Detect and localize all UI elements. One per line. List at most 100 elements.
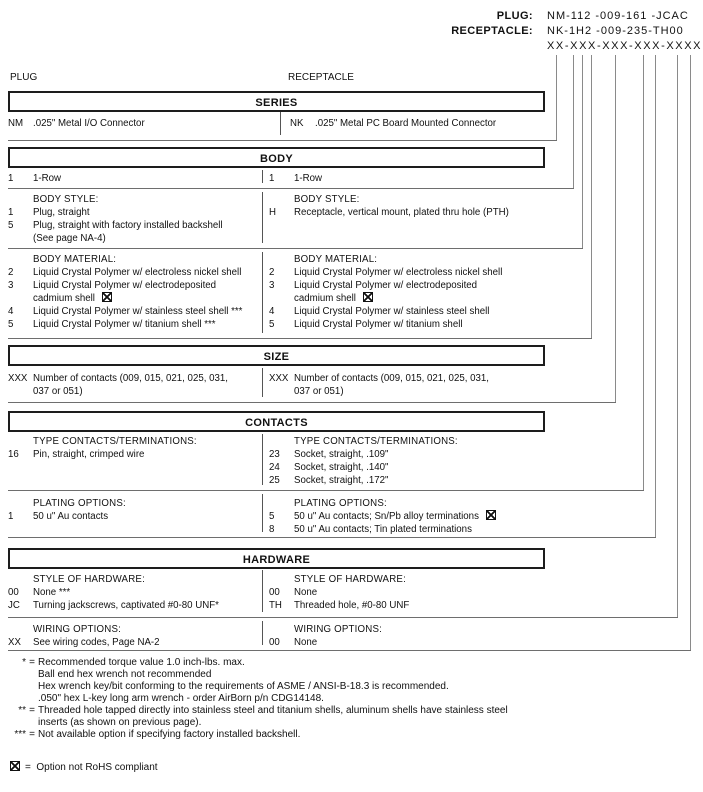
- option-group-header: BODY MATERIAL:: [33, 254, 117, 265]
- plug-part-number-row: PLUG: NM-112 -009-161 -JCAC: [0, 10, 703, 23]
- option-desc: Threaded hole, #0-80 UNF: [294, 600, 410, 611]
- footnote-text: Recommended torque value 1.0 inch-lbs. m…: [38, 657, 696, 705]
- options-column-left: NM.025" Metal I/O Connector: [8, 117, 280, 140]
- footnote-text-line: Ball end hex wrench not recommended: [38, 669, 212, 680]
- option-desc: 1-Row: [33, 173, 61, 184]
- section-title-contacts: CONTACTS: [245, 417, 308, 429]
- divider-callout-line-7: [8, 537, 656, 538]
- column-divider: [262, 170, 263, 183]
- option-code: 5: [269, 319, 275, 330]
- option-line: 1 Plug, straight: [8, 206, 262, 219]
- option-line: NM.025" Metal I/O Connector: [8, 117, 280, 130]
- column-divider: [262, 368, 263, 397]
- option-desc: (See page NA-4): [33, 233, 106, 244]
- callout-riser-line-3: [582, 55, 583, 248]
- option-line: 5 Plug, straight with factory installed b…: [8, 219, 262, 232]
- callout-riser-line-2: [573, 55, 574, 188]
- section-title-hardware: HARDWARE: [242, 554, 311, 566]
- option-desc: Liquid Crystal Polymer w/ electroless ni…: [294, 267, 503, 278]
- column-divider: [262, 192, 263, 243]
- option-code: XX: [8, 637, 21, 648]
- options-column-right: NK.025" Metal PC Board Mounted Connector: [280, 117, 545, 140]
- option-code: JC: [8, 600, 20, 611]
- option-desc: Liquid Crystal Polymer w/ titanium shell…: [33, 319, 216, 330]
- divider-callout-line-9: [8, 650, 691, 651]
- option-desc: Liquid Crystal Polymer w/ titanium shell: [294, 319, 463, 330]
- option-desc: None: [294, 637, 318, 648]
- option-code: 00: [8, 587, 19, 598]
- section-row-size-0: XXX Number of contacts (009, 015, 021, 02…: [8, 365, 545, 402]
- divider-callout-line-8: [8, 617, 678, 618]
- section-header-body: BODY: [8, 147, 545, 168]
- option-desc: 1-Row: [294, 173, 322, 184]
- option-group-header: BODY MATERIAL:: [294, 254, 378, 265]
- option-desc: Plug, straight with factory installed ba…: [33, 220, 223, 231]
- footnote-text-line: .050" hex L-key long arm wrench - order …: [38, 693, 324, 704]
- plug-part-number-label: PLUG:: [496, 10, 533, 22]
- option-line: NK.025" Metal PC Board Mounted Connector: [290, 117, 545, 130]
- option-group-header: PLATING OPTIONS:: [33, 498, 126, 509]
- option-code: 4: [8, 306, 14, 317]
- option-desc: Socket, straight, .172": [294, 475, 389, 486]
- footnote-text-line: Threaded hole tapped directly into stain…: [38, 705, 508, 716]
- option-desc: cadmium shell: [294, 293, 356, 304]
- option-desc: Number of contacts (009, 015, 021, 025, …: [33, 373, 228, 384]
- rohs-box-icon: [485, 510, 496, 520]
- section-header-hardware: HARDWARE: [8, 548, 545, 569]
- option-desc: None ***: [33, 587, 71, 598]
- option-code: 5: [8, 220, 14, 231]
- option-code: 3: [269, 280, 275, 291]
- column-divider: [280, 112, 281, 135]
- option-code: NK: [290, 118, 304, 129]
- divider-callout-line-1: [8, 140, 557, 141]
- option-desc: See wiring codes, Page NA-2: [33, 637, 160, 648]
- option-desc: Turning jackscrews, captivated #0-80 UNF…: [33, 600, 219, 611]
- footnote-equals: =: [29, 729, 35, 740]
- option-group-header: TYPE CONTACTS/TERMINATIONS:: [33, 436, 197, 447]
- option-group-header: PLATING OPTIONS:: [294, 498, 387, 509]
- option-desc: Liquid Crystal Polymer w/ electrodeposit…: [294, 280, 478, 291]
- option-code: 4: [269, 306, 275, 317]
- footnotes-block: *=Recommended torque value 1.0 inch-lbs.…: [8, 657, 696, 741]
- option-line: (See page NA-4): [8, 232, 262, 245]
- option-desc: Plug, straight: [33, 207, 90, 218]
- option-code: XXX: [269, 373, 289, 384]
- section-header-size: SIZE: [8, 345, 545, 366]
- option-group-header-line: TYPE CONTACTS/TERMINATIONS:: [8, 435, 262, 448]
- option-line: 00 None ***: [8, 586, 262, 599]
- option-desc: .025" Metal I/O Connector: [33, 118, 145, 129]
- footnote-2: **=Threaded hole tapped directly into st…: [8, 705, 696, 729]
- footnote-text: Threaded hole tapped directly into stain…: [38, 705, 696, 729]
- option-desc: 50 u" Au contacts: [33, 511, 109, 522]
- option-code: 5: [269, 511, 275, 522]
- callout-riser-line-5: [615, 55, 616, 402]
- option-line: 4 Liquid Crystal Polymer w/ stainless ste…: [8, 305, 262, 318]
- column-divider: [262, 494, 263, 532]
- rohs-legend: = Option not RoHS compliant: [10, 761, 158, 773]
- option-desc: Liquid Crystal Polymer w/ stainless stee…: [33, 306, 243, 317]
- option-desc: None: [294, 587, 318, 598]
- option-code: 1: [8, 207, 14, 218]
- option-line: 037 or 051): [8, 385, 262, 398]
- option-code: H: [269, 207, 276, 218]
- receptacle-part-number-value: NK-1H2 -009-235-TH00: [547, 25, 684, 37]
